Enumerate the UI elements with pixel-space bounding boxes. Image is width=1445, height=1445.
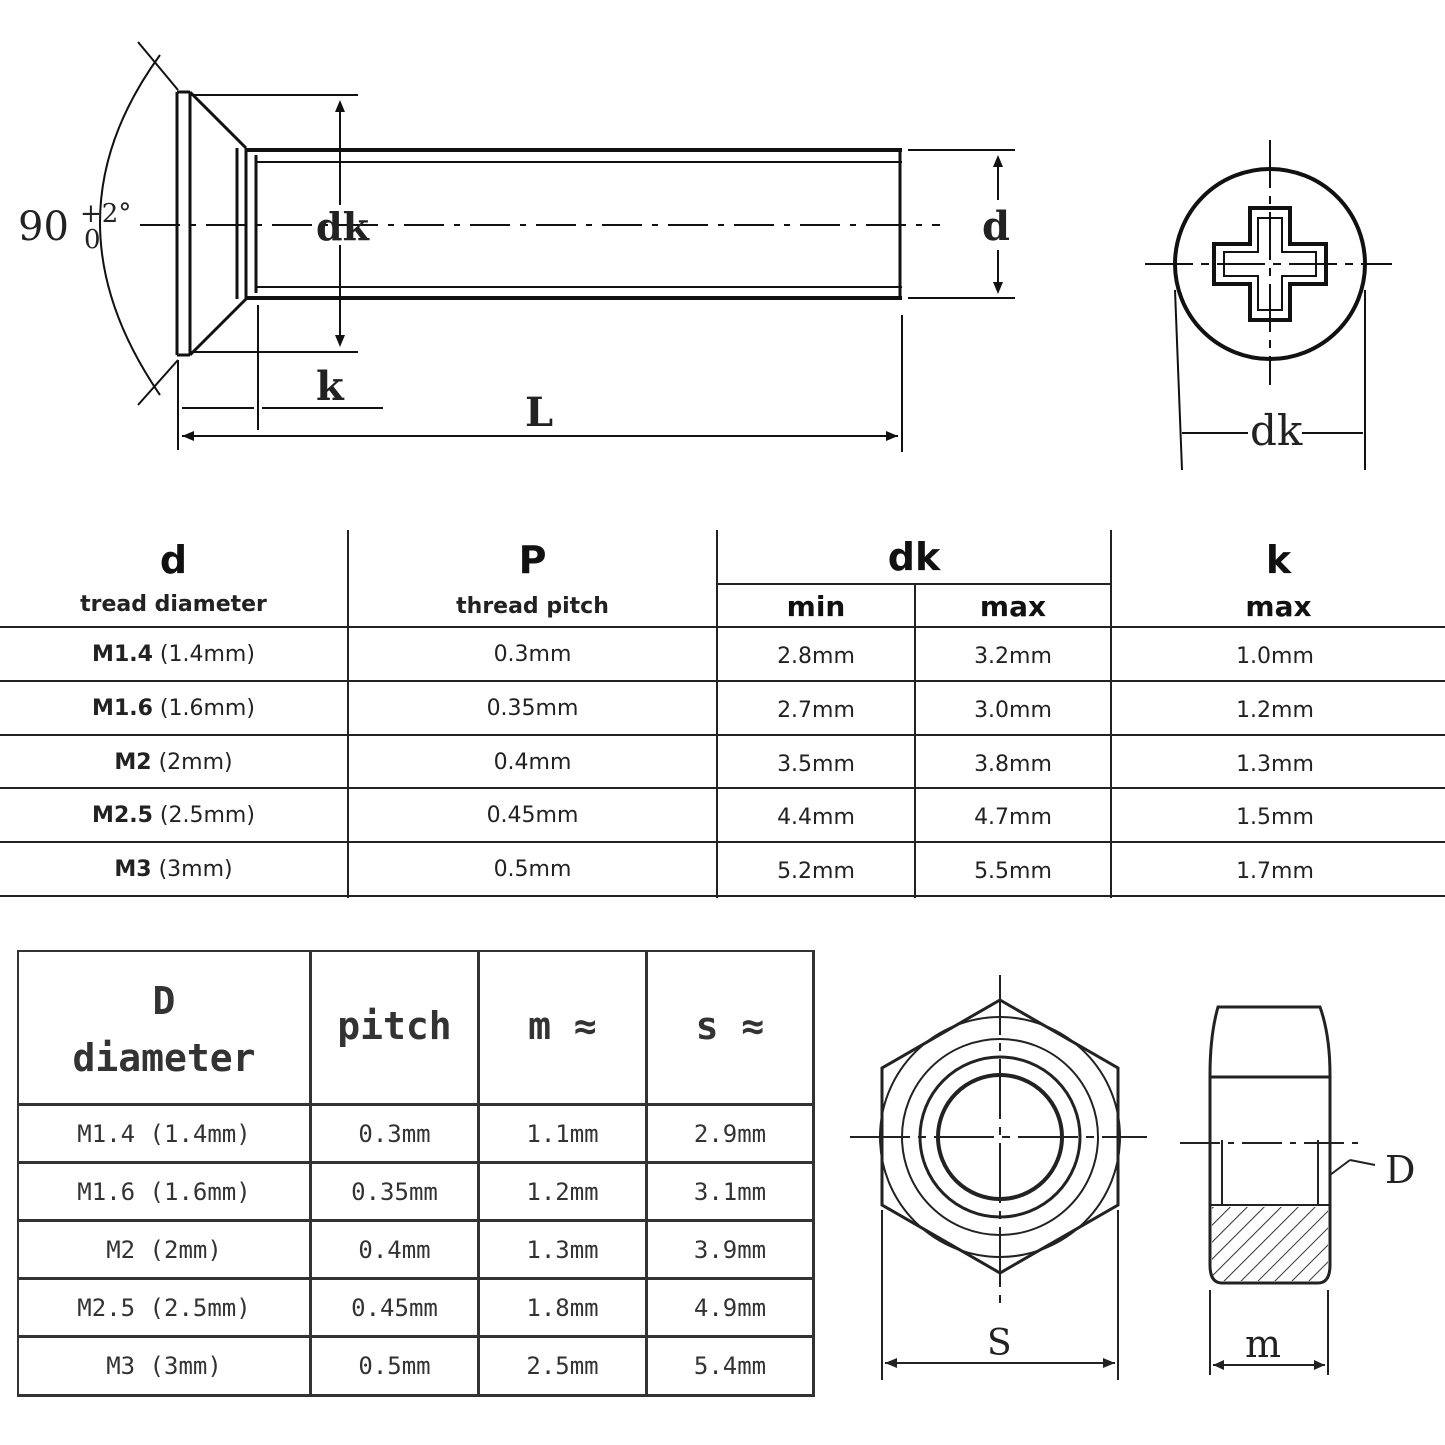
k-label: k (316, 363, 345, 410)
k-max-cell: 1.5mm (1236, 804, 1314, 830)
nut-top-view-drawing: S (850, 975, 1147, 1380)
pitch-cell: 0.35mm (351, 1177, 438, 1206)
screw-head-top-view-drawing: dk (1145, 140, 1392, 471)
dk-max-cell: 3.8mm (974, 751, 1052, 777)
m-cell: 1.8mm (526, 1293, 599, 1322)
size-code: M1.4 (92, 641, 153, 667)
diameter-cell: M2.5 (2.5mm) (77, 1293, 251, 1322)
pitch-cell: 0.45mm (351, 1293, 438, 1322)
dk-max-cell: 5.5mm (974, 858, 1052, 884)
L-label: L (525, 389, 553, 436)
size-mm: (1.6mm) (159, 695, 255, 721)
angle-tolerance-lower: 0 (84, 225, 101, 255)
size-code: M2 (114, 749, 152, 775)
D-label: D (1385, 1148, 1415, 1192)
pitch-cell: 0.5mm (493, 856, 572, 882)
s-cell: 3.9mm (693, 1235, 767, 1264)
diameter-cell: M2 (2mm) (106, 1235, 222, 1264)
s-cell: 5.4mm (693, 1352, 767, 1380)
k-max-cell: 1.7mm (1236, 858, 1314, 884)
m-cell: 1.2mm (526, 1177, 599, 1206)
header-dk-min: min (786, 589, 846, 623)
pitch-cell: 0.5mm (358, 1352, 431, 1380)
s-cell: 4.9mm (693, 1293, 767, 1322)
header-pitch: pitch (337, 1004, 452, 1048)
pitch-cell: 0.35mm (486, 695, 579, 721)
header-p-symbol: P (518, 538, 547, 582)
m-cell: 1.3mm (526, 1235, 599, 1264)
pitch-cell: 0.3mm (493, 641, 572, 667)
d-label: d (982, 203, 1010, 250)
dk-min-cell: 3.5mm (777, 751, 855, 777)
pitch-cell: 0.4mm (493, 749, 572, 775)
nut-side-view-drawing: D m (1180, 1005, 1415, 1375)
s-label: S (987, 1323, 1012, 1364)
header-s: s ≈ (695, 1004, 765, 1048)
header-D-label: diameter (72, 1036, 256, 1080)
pitch-cell: 0.45mm (486, 802, 579, 828)
s-cell: 2.9mm (693, 1119, 767, 1148)
size-mm: (1.4mm) (159, 641, 255, 667)
dk-max-cell: 4.7mm (974, 804, 1052, 830)
k-max-cell: 1.3mm (1236, 751, 1314, 777)
dk-min-cell: 4.4mm (777, 804, 855, 830)
header-m: m ≈ (528, 1004, 597, 1048)
dk-max-cell: 3.2mm (974, 643, 1052, 669)
size-mm: (3mm) (158, 856, 233, 882)
pitch-cell: 0.3mm (358, 1119, 431, 1148)
angle-tolerance-upper: +2° (80, 199, 131, 229)
header-d-label: tread diameter (80, 591, 267, 617)
m-cell: 1.1mm (526, 1119, 599, 1148)
diameter-cell: M3 (3mm) (106, 1352, 222, 1380)
header-dk-max: max (979, 589, 1047, 623)
k-max-cell: 1.2mm (1236, 697, 1314, 723)
dk-min-cell: 2.8mm (777, 643, 855, 669)
header-k-max: max (1245, 589, 1312, 623)
s-cell: 3.1mm (693, 1177, 767, 1206)
screw-side-view-drawing: 90 +2° 0 dk d k L (18, 41, 1015, 452)
header-dk-symbol: dk (887, 535, 941, 579)
size-code: M1.6 (92, 695, 153, 721)
diameter-cell: M1.6 (1.6mm) (77, 1177, 251, 1206)
header-d-symbol: d (159, 538, 188, 582)
dk-max-cell: 3.0mm (974, 697, 1052, 723)
size-code: M3 (114, 856, 152, 882)
size-code: M2.5 (92, 802, 153, 828)
nut-dimension-table: D diameter pitch m ≈ s ≈ M1.4 (1.4mm) 0.… (17, 950, 815, 1400)
dk-min-cell: 2.7mm (777, 697, 855, 723)
dk-side-label: dk (316, 204, 370, 249)
dk-min-cell: 5.2mm (777, 858, 855, 884)
k-max-cell: 1.0mm (1236, 643, 1314, 669)
m-label: m (1245, 1322, 1281, 1366)
screw-dimension-table: d tread diameter P thread pitch dk min m… (0, 530, 1445, 898)
diameter-cell: M1.4 (1.4mm) (77, 1119, 251, 1148)
angle-label: 90 (18, 204, 69, 250)
header-k-symbol: k (1265, 538, 1292, 582)
dk-head-label: dk (1250, 406, 1303, 455)
pitch-cell: 0.4mm (358, 1235, 431, 1264)
header-D-symbol: D (152, 979, 176, 1023)
size-mm: (2mm) (158, 749, 233, 775)
size-mm: (2.5mm) (159, 802, 255, 828)
m-cell: 2.5mm (526, 1352, 599, 1380)
header-p-label: thread pitch (456, 593, 609, 619)
